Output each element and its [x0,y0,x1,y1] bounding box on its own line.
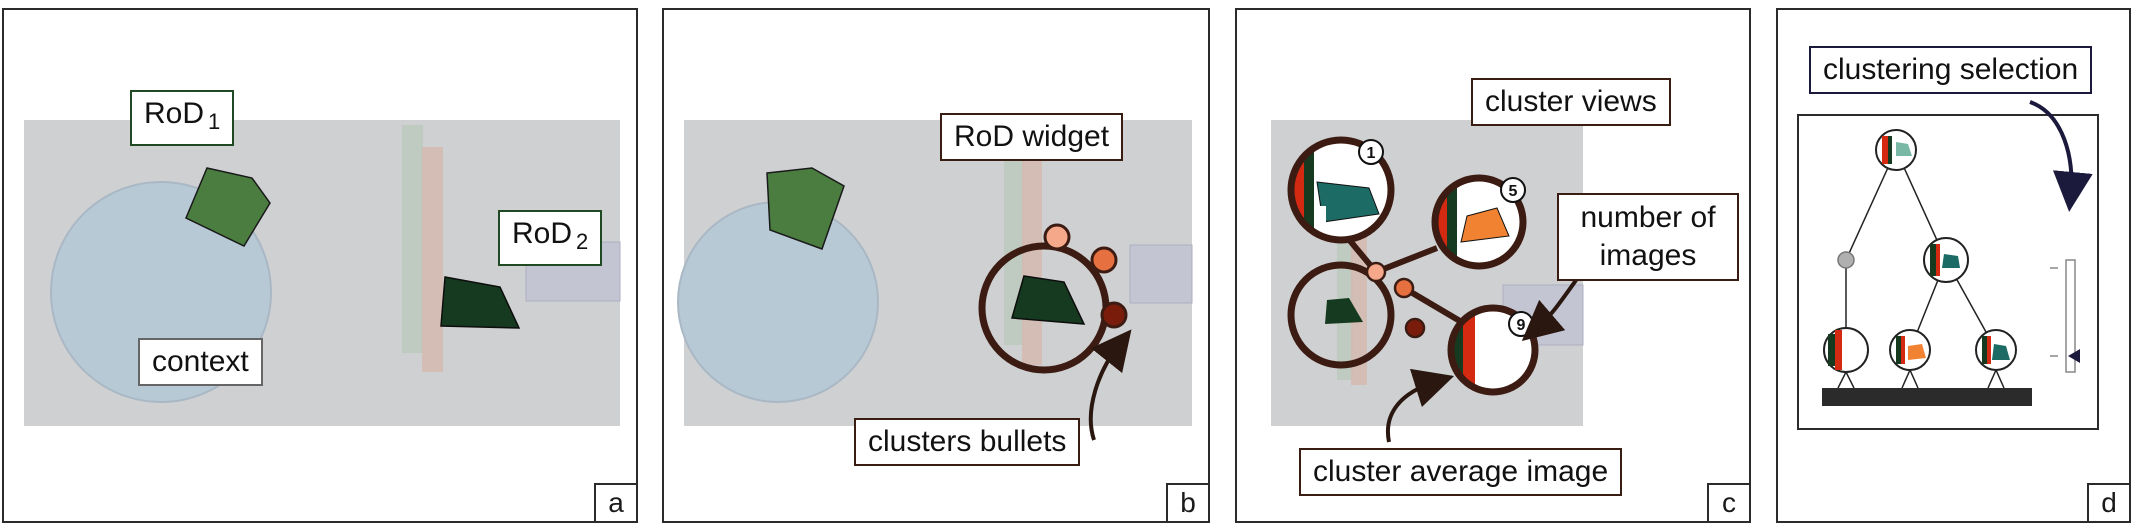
context-label: context [138,338,263,386]
vertical-bar-green [402,125,423,353]
selection-slider-handle[interactable] [2068,349,2080,363]
panel-c-scene: 1 5 9 [1271,120,1584,443]
panel-d-corner-label: d [2087,483,2129,521]
panel-b: RoD widget clusters bullets b [662,8,1210,523]
panel-d-scene [1797,100,2099,430]
cluster-view-1[interactable]: 1 [1287,130,1395,260]
tree-node-internal[interactable] [1923,237,1969,283]
tree-node-root[interactable] [1875,129,1917,171]
tree-leaf-3[interactable] [1975,329,2017,371]
clusters-bullets-arrow [1088,329,1132,441]
panel-a-corner-label: a [594,483,636,521]
number-of-images-arrow [1521,274,1581,342]
panel-c-corner-label: c [1707,483,1749,521]
connector-3 [1402,285,1467,327]
clustering-selection-label: clustering selection [1809,46,2093,94]
panel-b-scene [677,120,1193,441]
badge-9: 9 [1517,317,1526,334]
cluster-bullet-1[interactable] [1043,223,1071,251]
panel-a-scene [24,120,621,426]
cluster-view-3[interactable]: 9 [1447,302,1539,402]
leaf-base-bar [1822,388,2032,406]
cluster-average-arrow [1385,368,1455,443]
badge-1: 1 [1367,145,1376,162]
vertical-bar-pink [1022,160,1042,365]
clusters-bullets-label: clusters bullets [854,418,1081,466]
panel-c: 1 5 9 [1235,8,1751,523]
leaf-stands [1837,369,2005,389]
selection-slider-track[interactable] [2065,259,2076,373]
rod-2-shape [1325,298,1363,324]
tree-leaf-1[interactable] [1823,327,1869,373]
rod-2-shape [440,276,521,329]
tree-node-gray[interactable] [1837,251,1855,269]
rod-1-shape [185,167,271,247]
rod-widget-ring [1287,261,1395,369]
tree-leaf-2[interactable] [1889,329,1931,371]
badge-5: 5 [1509,183,1518,200]
rod-1-shape [766,167,845,250]
cluster-views-label: cluster views [1471,78,1671,126]
cluster-bullet-3[interactable] [1100,301,1128,329]
panel-b-corner-label: b [1166,483,1208,521]
rod-2-shape [1011,275,1086,325]
cluster-bullet-2[interactable] [1090,246,1118,274]
cluster-bullet-1[interactable] [1365,261,1387,283]
cluster-bullet-3[interactable] [1404,317,1426,339]
connector-2 [1374,245,1439,275]
number-of-images-label: number of images [1557,193,1739,281]
cluster-bullet-2[interactable] [1393,277,1415,299]
panel-d: clustering selection d [1776,8,2131,523]
vertical-bar-pink [422,147,443,372]
clustering-selection-arrow [2029,100,2093,212]
cluster-average-image-label: cluster average image [1299,448,1623,496]
side-region [1129,244,1193,304]
cluster-view-2[interactable]: 5 [1431,170,1527,280]
rod-widget-label: RoD widget [940,113,1124,161]
